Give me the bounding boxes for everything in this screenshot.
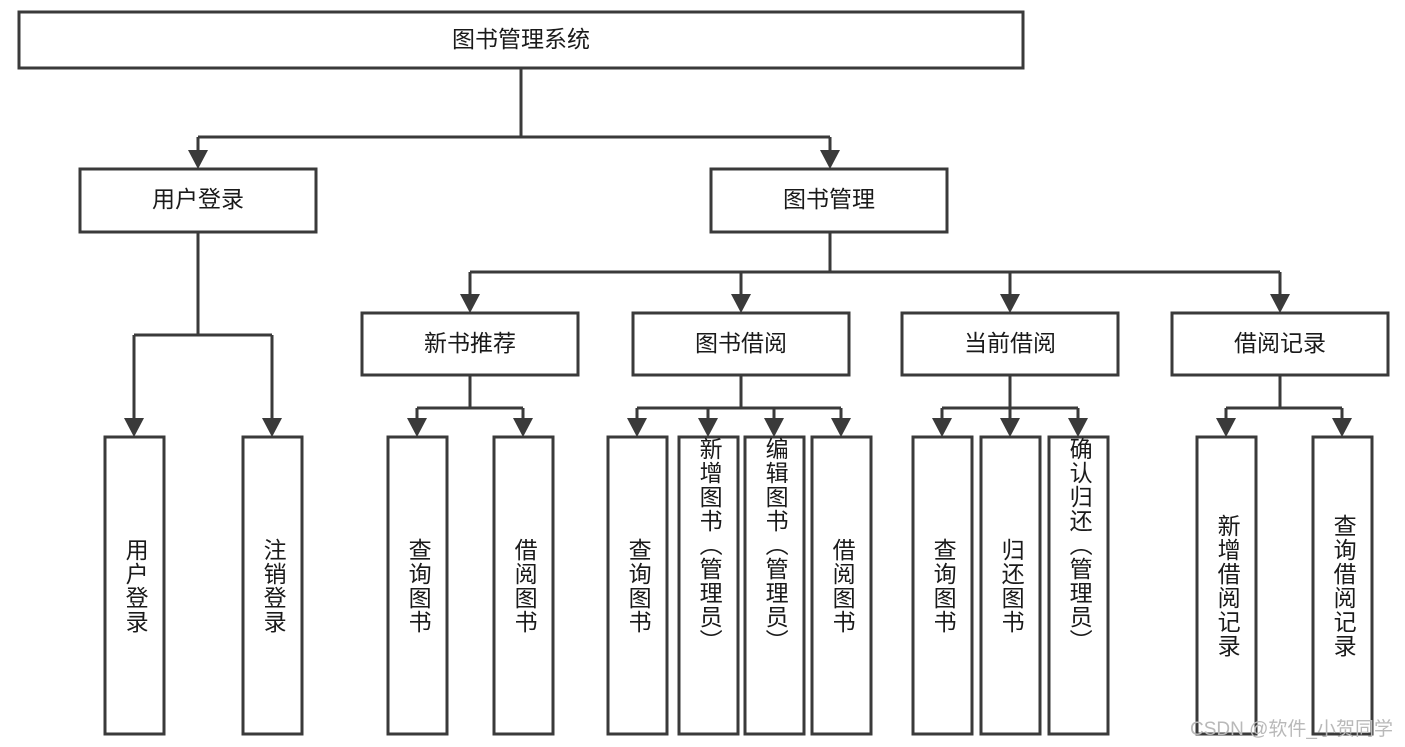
leaf-borrow-book-2-box[interactable] [810, 435, 873, 736]
leaf-add-record-box[interactable] [1195, 435, 1258, 736]
node-borrow-record-label: 借阅记录 [1234, 330, 1326, 356]
node-book-manage[interactable]: 图书管理 [709, 167, 949, 234]
leaf-return-book-box[interactable] [979, 435, 1042, 736]
node-root-box[interactable] [17, 10, 1025, 70]
node-current-borrow-box[interactable] [900, 311, 1120, 377]
arrow-to-book-manage [820, 150, 840, 169]
arrow-leaf-add-record [1216, 418, 1236, 437]
arrow-to-borrow-record [1270, 294, 1290, 313]
node-user-login[interactable]: 用户登录 [78, 167, 318, 234]
node-new-book-rec-box[interactable] [360, 311, 580, 377]
arrow-to-user-login [188, 150, 208, 169]
node-book-borrow[interactable]: 图书借阅 [631, 311, 851, 377]
arrow-leaf-query-book-3 [932, 418, 952, 437]
node-book-borrow-box[interactable] [631, 311, 851, 377]
node-book-manage-label: 图书管理 [783, 186, 875, 212]
node-current-borrow-label: 当前借阅 [964, 330, 1056, 356]
node-new-book-rec[interactable]: 新书推荐 [360, 311, 580, 377]
leaf-logout-box[interactable] [241, 435, 304, 736]
edge-layer [124, 68, 1352, 437]
node-borrow-record-box[interactable] [1170, 311, 1390, 377]
arrow-leaf-borrow-book-2 [831, 418, 851, 437]
leaf-boxes [103, 435, 1374, 736]
node-root[interactable]: 图书管理系统 [17, 10, 1025, 70]
node-current-borrow[interactable]: 当前借阅 [900, 311, 1120, 377]
node-user-login-box[interactable] [78, 167, 318, 234]
node-borrow-record[interactable]: 借阅记录 [1170, 311, 1390, 377]
leaf-query-record-box[interactable] [1311, 435, 1374, 736]
leaf-query-book-2-box[interactable] [606, 435, 669, 736]
arrow-leaf-logout [262, 418, 282, 437]
leaf-edit-book-box[interactable] [743, 435, 806, 736]
arrow-leaf-return-book [1000, 418, 1020, 437]
node-book-manage-box[interactable] [709, 167, 949, 234]
arrow-leaf-borrow-book-1 [513, 418, 533, 437]
leaf-borrow-book-1-box[interactable] [492, 435, 555, 736]
arrow-leaf-query-book-1 [407, 418, 427, 437]
leaf-add-book-box[interactable] [677, 435, 740, 736]
arrow-leaf-user-login [124, 418, 144, 437]
node-layer: 图书管理系统 用户登录 图书管理 新书推荐 图书借阅 当前 [17, 10, 1390, 736]
node-new-book-rec-label: 新书推荐 [424, 330, 516, 356]
arrow-leaf-edit-book [764, 418, 784, 437]
leaf-user-login-box[interactable] [103, 435, 166, 736]
arrow-to-book-borrow [731, 294, 751, 313]
node-book-borrow-label: 图书借阅 [695, 330, 787, 356]
arrow-to-new-book-rec [460, 294, 480, 313]
leaf-query-book-3-box[interactable] [911, 435, 974, 736]
arrow-to-current-borrow [1000, 294, 1020, 313]
arrow-leaf-query-record [1332, 418, 1352, 437]
arrow-leaf-query-book-2 [627, 418, 647, 437]
arrow-leaf-add-book [698, 418, 718, 437]
node-user-login-label: 用户登录 [152, 186, 244, 212]
leaf-confirm-return-box[interactable] [1047, 435, 1110, 736]
node-root-label: 图书管理系统 [452, 26, 590, 52]
leaf-query-book-1-box[interactable] [386, 435, 449, 736]
arrow-leaf-confirm-return [1068, 418, 1088, 437]
